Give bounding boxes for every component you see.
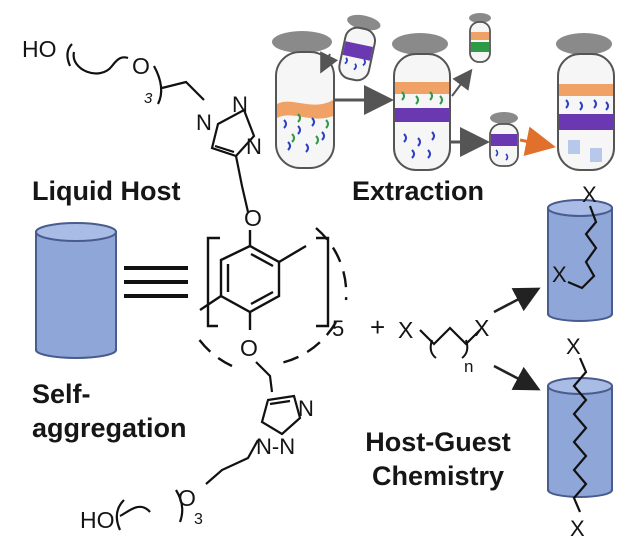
- complex-2-x-top: X: [566, 334, 581, 359]
- top-triazole-n2: N: [232, 92, 248, 117]
- extraction-vial-3: [556, 33, 615, 171]
- bottom-peg-oxygen-label: O: [178, 485, 196, 511]
- top-repeat-bracket-left: [66, 43, 73, 67]
- benzene-inner-bonds: [226, 252, 274, 306]
- repeat-bracket-left: [206, 236, 220, 328]
- extraction-illustration: [272, 13, 615, 171]
- guest-alkyl-chain: [419, 326, 481, 346]
- equivalence-sign: [124, 266, 188, 298]
- bottom-peg-chain: [119, 505, 151, 517]
- guest-x-right: X: [474, 315, 489, 341]
- top-triazole-ring: [210, 108, 256, 158]
- host-guest-complex-1: [547, 199, 613, 322]
- complex-1-x-side: X: [552, 262, 567, 287]
- self-aggregation-label-line2: aggregation: [32, 413, 187, 443]
- bottom-hydroxyl-label: HO: [80, 507, 115, 533]
- repeat-subscript-5: 5: [332, 316, 344, 341]
- complex-2-x-bottom: X: [570, 516, 585, 541]
- bottom-peg-triazole-arm: [115, 361, 302, 531]
- methylene-bridge: [278, 244, 307, 264]
- bottom-triazole-ring: [260, 394, 302, 436]
- pillararene-cylinder: [35, 222, 117, 359]
- bottom-triazole-double-bond: [269, 399, 291, 406]
- top-triazole-n1: N: [196, 110, 212, 135]
- extraction-small-vial-2: [469, 13, 491, 63]
- top-methylene-link: [234, 155, 250, 213]
- complex-1-x-top: X: [582, 182, 597, 207]
- extraction-small-vial-3: [489, 112, 519, 167]
- top-repeat-subscript: 3: [144, 90, 153, 107]
- guest-repeat-bracket: [429, 339, 469, 359]
- extraction-pour-arrow: [320, 51, 339, 74]
- extraction-vial-1: [272, 31, 335, 169]
- left-connector: [199, 295, 222, 311]
- bottom-linker-chain: [205, 439, 259, 485]
- bottom-triazole-nn: N-N: [256, 434, 295, 459]
- repeat-bracket-right: [316, 236, 330, 328]
- liquid-host-label: Liquid Host: [32, 176, 181, 206]
- extraction-small-vial-1: [338, 14, 381, 82]
- bottom-repeat-bracket-left: [115, 499, 125, 531]
- macrocycle-dashed-arc: [197, 227, 348, 368]
- arrow-to-complex-2: [493, 364, 541, 391]
- bottom-repeat-bracket-right: [175, 489, 184, 523]
- top-triazole-n3: N: [246, 134, 262, 159]
- bottom-triazole-n1: N: [298, 396, 314, 421]
- lower-aryl-oxygen-label: O: [240, 335, 258, 361]
- extraction-arrow-up: [451, 68, 473, 97]
- top-repeat-bracket-right: [153, 65, 163, 105]
- host-guest-label-line1: Host-Guest: [365, 427, 511, 457]
- top-linker-chain: [161, 80, 205, 101]
- guest-repeat-subscript: n: [464, 357, 473, 376]
- bottom-methylene-link: [255, 361, 274, 393]
- top-hydroxyl-label: HO: [22, 36, 57, 62]
- benzene-ring: [219, 244, 281, 314]
- extraction-label: Extraction: [352, 176, 485, 206]
- extraction-vial-2: [392, 33, 451, 171]
- top-aryl-oxygen-label: O: [244, 205, 262, 231]
- guest-x-left: X: [398, 317, 413, 343]
- top-peg-triazole-arm: [66, 43, 256, 213]
- arrow-to-complex-1: [493, 287, 541, 314]
- top-peg-oxygen-label: O: [132, 53, 150, 79]
- extraction-arrow-orange: [519, 126, 556, 157]
- host-guest-label-line2: Chemistry: [371, 461, 505, 491]
- self-aggregation-label-line1: Self-: [32, 379, 91, 409]
- top-triazole-double-bond: [214, 144, 235, 154]
- bottom-repeat-subscript: 3: [194, 511, 203, 528]
- top-peg-chain: [72, 51, 129, 75]
- pillararene-repeat-unit: [197, 227, 348, 368]
- host-guest-complex-2: [547, 357, 613, 513]
- plus-sign: +: [370, 312, 385, 342]
